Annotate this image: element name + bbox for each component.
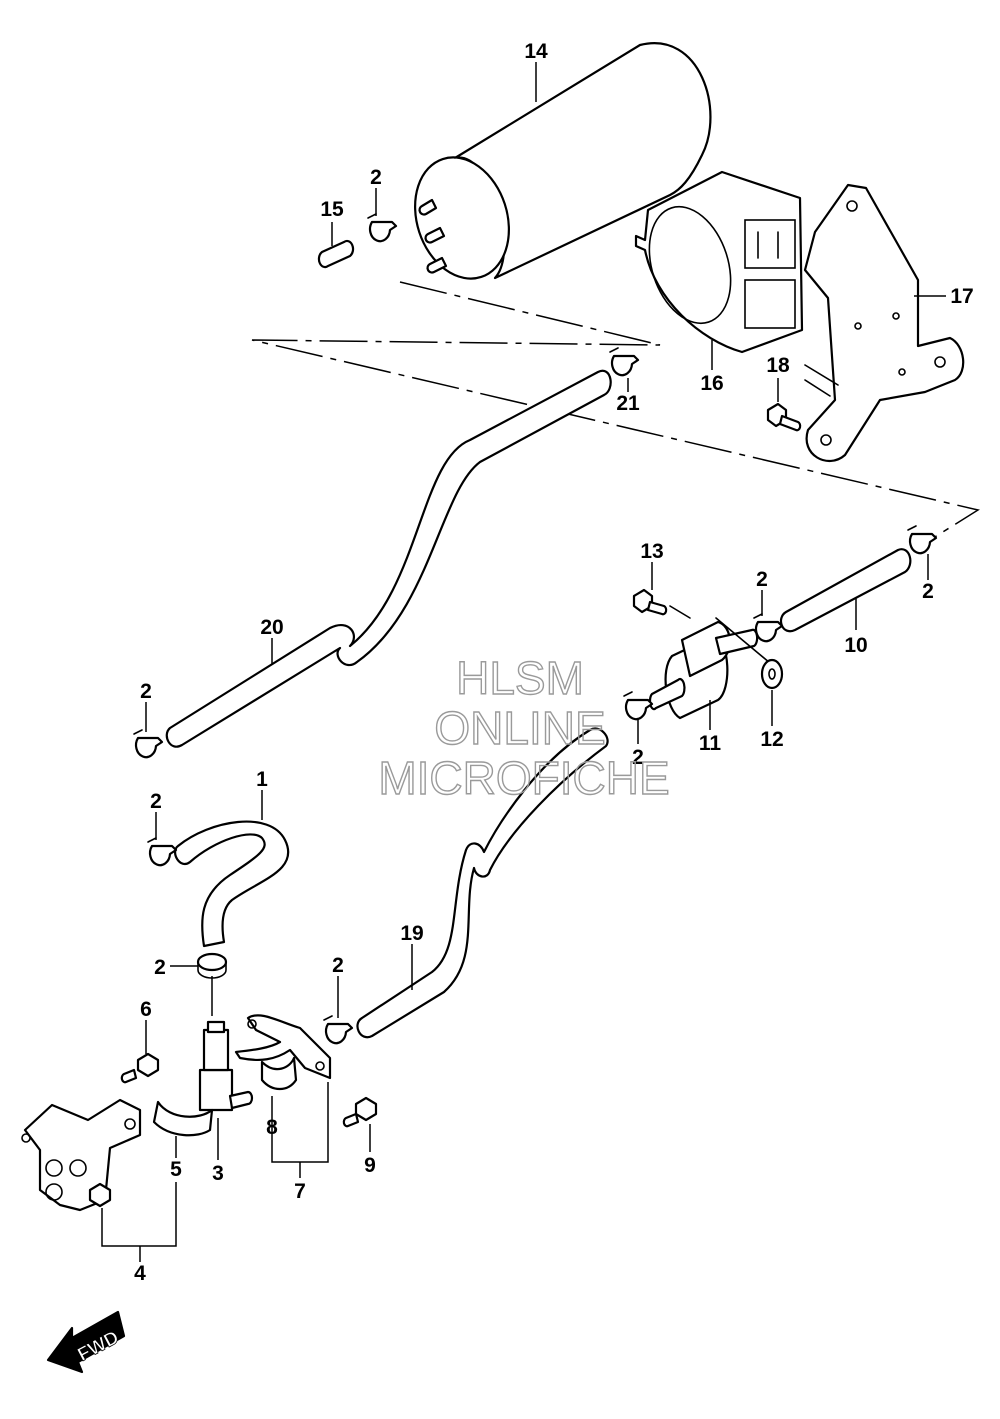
hose-right[interactable] — [779, 548, 912, 633]
filter-fitting[interactable] — [198, 1020, 254, 1112]
hose-clamps — [133, 213, 938, 1045]
callout-2-hose-right: 2 — [922, 580, 934, 603]
callout-20: 20 — [260, 616, 283, 639]
forward-arrow-icon: FWD — [46, 1310, 126, 1374]
hose-clamp[interactable] — [147, 837, 178, 867]
callout-18: 18 — [766, 354, 790, 377]
valve-washer[interactable] — [760, 658, 784, 690]
watermark-line2: ONLINE — [434, 702, 605, 754]
canister[interactable] — [400, 42, 712, 291]
watermark-line3: MICROFICHE — [378, 752, 669, 804]
callout-9: 9 — [364, 1154, 376, 1177]
bracket-bolt-lower[interactable] — [120, 1052, 160, 1084]
callout-17: 17 — [950, 285, 973, 308]
callouts: 14 2 15 16 17 18 21 13 2 2 10 12 11 2 20… — [134, 40, 974, 1285]
canister-holder[interactable] — [634, 170, 804, 354]
hose-clamp[interactable] — [907, 525, 938, 555]
bracket-bolt[interactable] — [766, 402, 802, 432]
leader-lines — [101, 62, 946, 1262]
watermark-line1: HLSM — [456, 652, 584, 704]
callout-2-canister: 2 — [370, 166, 382, 189]
mounting-bracket[interactable] — [21, 1098, 142, 1212]
callout-2-valve-right: 2 — [756, 568, 768, 591]
clamp-bracket[interactable] — [234, 1014, 332, 1080]
bracket-nut[interactable] — [88, 1182, 112, 1208]
hose-upper[interactable] — [165, 369, 612, 748]
callout-19: 19 — [400, 922, 423, 945]
callout-21: 21 — [616, 392, 640, 415]
hose-clamp[interactable] — [623, 691, 654, 721]
callout-2-hose-lower: 2 — [332, 954, 344, 977]
clamp-band[interactable] — [260, 1056, 298, 1091]
callout-14: 14 — [524, 40, 548, 63]
hose-clamp[interactable] — [133, 729, 164, 759]
hose-clamp[interactable] — [323, 1015, 354, 1045]
callout-10: 10 — [844, 634, 867, 657]
hose-clamp[interactable] — [753, 613, 784, 643]
callout-3: 3 — [212, 1162, 224, 1185]
hose-clamp[interactable] — [367, 213, 398, 243]
pipe-clamp[interactable] — [152, 1100, 214, 1137]
callout-2-hose-upper: 2 — [140, 680, 152, 703]
connection-lines — [251, 281, 980, 541]
callout-1: 1 — [256, 768, 268, 791]
callout-8: 8 — [266, 1116, 278, 1139]
callout-5: 5 — [170, 1158, 182, 1181]
callout-2-valve-left: 2 — [632, 746, 644, 769]
callout-15: 15 — [320, 198, 344, 221]
bent-hose[interactable] — [174, 820, 290, 948]
watermark: HLSM ONLINE MICROFICHE — [378, 651, 671, 804]
hose-lower[interactable] — [356, 727, 609, 1039]
canister-nipples — [418, 198, 448, 274]
clamp-screw[interactable] — [342, 1096, 378, 1128]
callout-11: 11 — [699, 732, 722, 755]
vent-cap[interactable] — [317, 239, 355, 269]
callout-2-bent-hose: 2 — [150, 790, 162, 813]
callout-12: 12 — [760, 728, 783, 751]
hose-clamp[interactable] — [196, 952, 228, 979]
callout-6: 6 — [140, 998, 152, 1021]
callout-2-fitting: 2 — [154, 956, 166, 979]
canister-bracket[interactable] — [803, 183, 965, 462]
callout-16: 16 — [700, 372, 723, 395]
callout-7: 7 — [294, 1180, 306, 1203]
hose-clamp[interactable] — [609, 347, 640, 377]
solenoid-valve[interactable] — [648, 617, 777, 720]
valve-screw[interactable] — [632, 588, 691, 619]
callout-4: 4 — [134, 1262, 146, 1285]
callout-13: 13 — [640, 540, 663, 563]
